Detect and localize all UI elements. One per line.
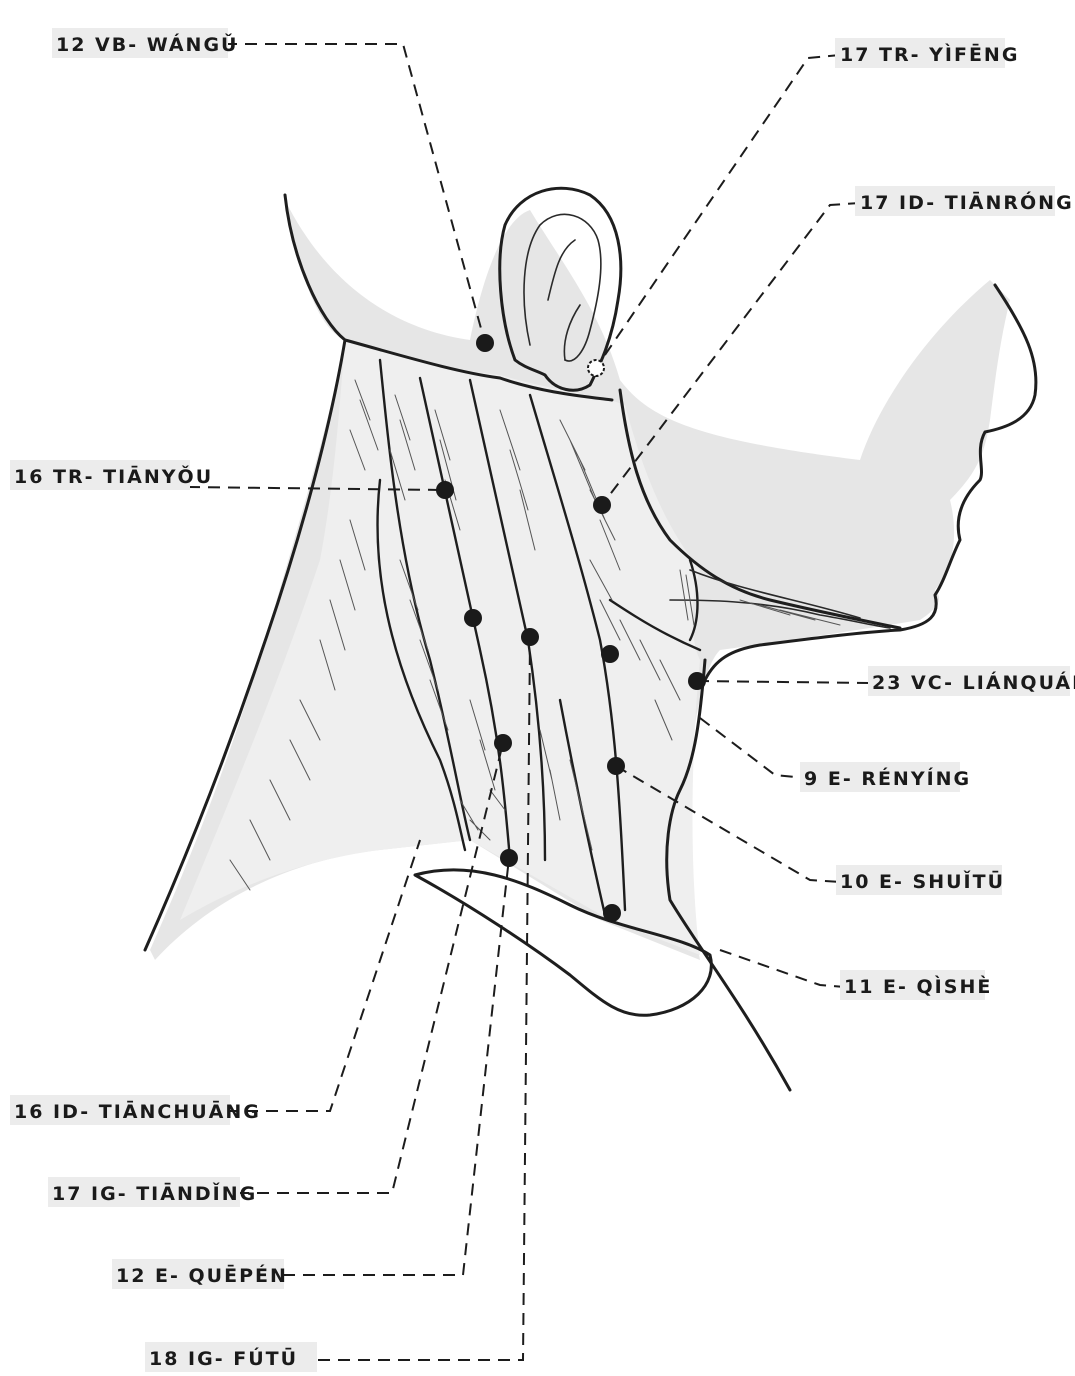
svg-text:11 E- QÌSHÈ: 11 E- QÌSHÈ	[844, 975, 992, 998]
label-renying: 9 E- RÉNYÍNG	[800, 762, 971, 792]
label-tianding: 17 IG- TIĀNDǏNG	[48, 1177, 257, 1207]
label-yifeng: 17 TR- YÌFĒNG	[835, 38, 1019, 68]
point-renying[interactable]	[601, 645, 619, 663]
label-tianyou: 16 TR- TIĀNYǑU	[10, 460, 213, 490]
leader-quepen	[283, 858, 509, 1275]
svg-text:17 ID- TIĀNRÓNG: 17 ID- TIĀNRÓNG	[860, 190, 1074, 214]
svg-text:12 E- QUĒPÉN: 12 E- QUĒPÉN	[116, 1264, 288, 1287]
label-lianquan: 23 VC- LIÁNQUÁN	[868, 666, 1075, 696]
point-tianyou[interactable]	[436, 481, 454, 499]
label-qishe: 11 E- QÌSHÈ	[840, 970, 992, 1000]
label-futu: 18 IG- FÚTŪ	[145, 1342, 317, 1372]
leader-renying	[700, 718, 805, 778]
label-quepen: 12 E- QUĒPÉN	[112, 1259, 288, 1289]
leader-lianquan	[697, 681, 870, 683]
svg-text:12 VB- WÁNGǓ: 12 VB- WÁNGǓ	[56, 32, 238, 56]
svg-text:16 TR- TIĀNYǑU: 16 TR- TIĀNYǑU	[14, 464, 213, 488]
label-shuitu: 10 E- SHUǏTŪ	[836, 865, 1005, 895]
svg-text:23 VC- LIÁNQUÁN: 23 VC- LIÁNQUÁN	[872, 671, 1075, 694]
label-tianrong: 17 ID- TIĀNRÓNG	[855, 186, 1074, 216]
neck-shading	[150, 200, 1010, 960]
label-tianchuang: 16 ID- TIĀNCHUĀNG	[10, 1095, 261, 1125]
svg-text:18 IG- FÚTŪ: 18 IG- FÚTŪ	[149, 1346, 298, 1370]
leader-qishe	[720, 950, 845, 987]
svg-text:16 ID- TIĀNCHUĀNG: 16 ID- TIĀNCHUĀNG	[14, 1100, 261, 1123]
svg-text:17 IG- TIĀNDǏNG: 17 IG- TIĀNDǏNG	[52, 1182, 257, 1205]
point-wangu[interactable]	[476, 334, 494, 352]
point-futu[interactable]	[521, 628, 539, 646]
point-yifeng[interactable]	[588, 360, 604, 376]
point-shuitu[interactable]	[607, 757, 625, 775]
point-quepen[interactable]	[500, 849, 518, 867]
svg-text:10 E- SHUǏTŪ: 10 E- SHUǏTŪ	[840, 870, 1005, 893]
point-tianding[interactable]	[494, 734, 512, 752]
svg-text:17 TR- YÌFĒNG: 17 TR- YÌFĒNG	[840, 43, 1019, 66]
point-lianquan[interactable]	[688, 672, 706, 690]
point-qishe[interactable]	[603, 904, 621, 922]
leader-yifeng	[596, 55, 840, 368]
svg-text:9 E- RÉNYÍNG: 9 E- RÉNYÍNG	[804, 767, 971, 790]
point-tianchuang[interactable]	[464, 609, 482, 627]
label-wangu: 12 VB- WÁNGǓ	[52, 28, 238, 58]
point-tianrong[interactable]	[593, 496, 611, 514]
